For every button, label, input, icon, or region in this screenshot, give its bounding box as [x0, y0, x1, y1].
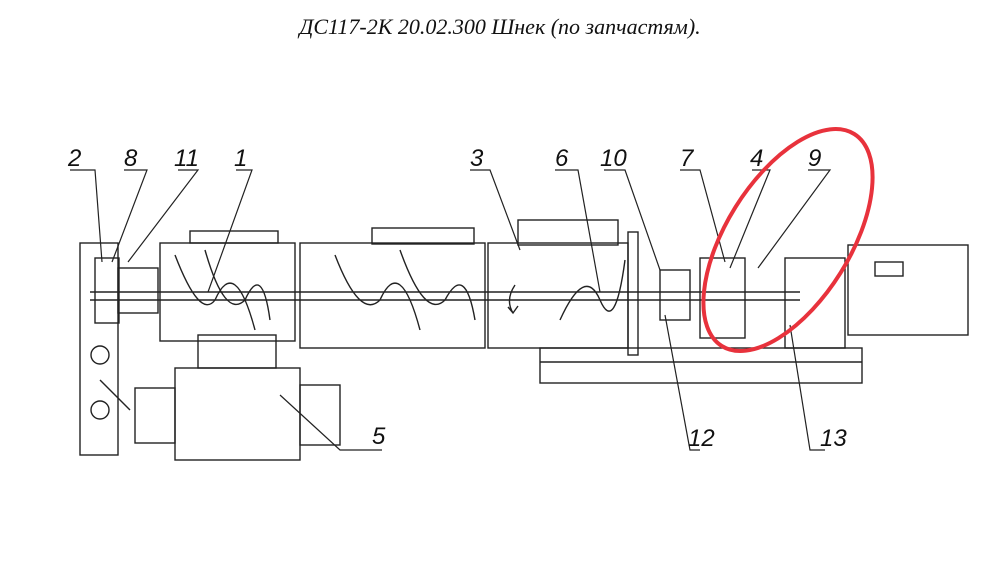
trough-section-right — [487, 242, 629, 349]
end-flange — [627, 231, 639, 356]
part-label-13: 13 — [820, 425, 847, 452]
page-title: ДС117-2К 20.02.300 Шнек (по запчастям). — [299, 14, 701, 39]
part-label-12: 12 — [688, 425, 715, 452]
part-label-3: 3 — [470, 145, 484, 172]
part-label-7: 7 — [680, 145, 695, 172]
part-label-1: 1 — [234, 145, 247, 172]
trough-section-middle — [299, 242, 486, 349]
part-label-11: 11 — [174, 145, 199, 172]
part-label-9: 9 — [808, 145, 821, 172]
screw-flights — [174, 249, 626, 331]
coupling — [659, 269, 691, 321]
inlet-hopper — [189, 230, 279, 244]
part-label-10: 10 — [600, 145, 627, 172]
part-label-4: 4 — [750, 145, 763, 172]
support-plate — [79, 242, 119, 456]
electric-motor — [847, 244, 969, 336]
part-label-5: 5 — [372, 423, 386, 450]
part-label-2: 2 — [67, 145, 81, 172]
drive-motor — [174, 367, 301, 461]
left-bearing — [94, 257, 120, 324]
highlight-ellipse — [701, 127, 875, 353]
base-frame — [539, 347, 863, 384]
part-label-6: 6 — [555, 145, 569, 172]
part-label-8: 8 — [124, 145, 138, 172]
gearbox — [784, 257, 846, 349]
